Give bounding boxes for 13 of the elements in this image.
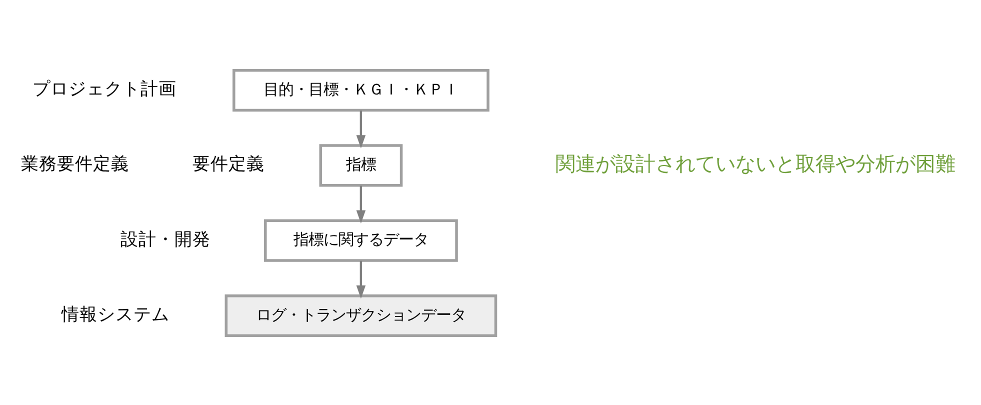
node-box: 目的・目標・ＫＧＩ・ＫＰＩ [232,68,490,112]
label: 要件定義 [192,153,264,174]
label: プロジェクト計画 [32,78,177,98]
node-box: 指標 [319,144,403,186]
arrow [356,185,366,224]
label: 関連が設計されていないと取得や分析が困難 [555,152,956,175]
label: 設計・開発 [120,228,210,248]
label: 業務要件定義 [20,153,129,174]
label: 情報システム [62,303,170,324]
node-box: ログ・トランザクションデータ [224,294,498,336]
arrow [356,110,366,148]
node-box: 指標に関するデータ [264,218,458,262]
arrow [356,260,366,298]
